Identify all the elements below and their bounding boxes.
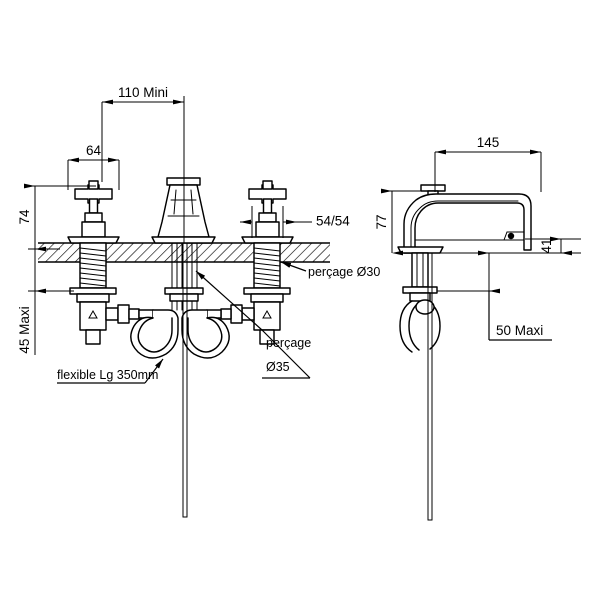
right-thread-lines [253, 247, 281, 287]
left-cross-handle [74, 180, 113, 204]
side-elevation-view: 145 77 41 50 Maxi [374, 135, 581, 521]
dim-label-64: 64 [86, 143, 102, 158]
right-escutcheon [241, 236, 294, 244]
dim-label-45-maxi: 45 Maxi [17, 306, 32, 353]
note-label-percage-line1: perçage [266, 336, 311, 350]
dim-74: 74 [17, 183, 96, 252]
left-olive [128, 308, 140, 320]
side-base-flange [397, 246, 444, 254]
left-escutcheon [67, 236, 120, 244]
side-under-deck [399, 252, 441, 521]
right-locknut [250, 293, 284, 303]
left-washer [69, 287, 117, 295]
note-percage-30-group: perçage Ø30 [280, 261, 380, 279]
note-percage-35-group: perçage Ø35 [195, 270, 311, 379]
left-thread-lines [79, 247, 107, 287]
left-valve-assembly [67, 180, 154, 345]
dim-label-77: 77 [374, 214, 389, 229]
dim-110-mini: 110 Mini [101, 85, 185, 243]
right-bonnet-upper [258, 212, 277, 223]
left-bonnet-upper [84, 212, 103, 223]
dim-label-5454: 54/54 [316, 214, 350, 229]
right-cross-handle [248, 180, 287, 204]
left-side-outlet [105, 307, 119, 321]
side-spout-cap [420, 184, 446, 192]
left-bonnet-lower [81, 221, 106, 238]
dim-label-50-maxi: 50 Maxi [496, 323, 543, 338]
side-spout-outline [403, 193, 532, 254]
dim-45-maxi: 45 Maxi [17, 249, 74, 355]
right-valve-tail [259, 329, 275, 345]
side-aerator-marker [507, 232, 515, 240]
dim-label-110-mini: 110 Mini [118, 85, 168, 100]
left-valve-body [79, 301, 107, 331]
dim-label-41: 41 [539, 238, 554, 253]
dim-50-maxi: 50 Maxi [437, 250, 552, 341]
left-locknut [76, 293, 110, 303]
note-flexible-group: flexible Lg 350mm [57, 358, 164, 384]
center-lift-rod [182, 242, 188, 518]
center-locknut [169, 293, 199, 302]
right-stem [262, 198, 273, 214]
dim-41: 41 [525, 236, 581, 256]
note-label-percage-line2: Ø35 [266, 360, 290, 374]
dim-label-145: 145 [477, 135, 500, 150]
dim-64: 64 [67, 143, 120, 190]
side-hose-junction [415, 299, 435, 315]
note-label-percage-30: perçage Ø30 [308, 265, 380, 279]
right-bonnet-lower [255, 221, 280, 238]
right-valve-assembly [206, 180, 294, 345]
flexible-hoses [130, 309, 230, 359]
front-elevation-view: 110 Mini 64 74 45 Maxi [17, 85, 380, 518]
center-washer [164, 287, 204, 295]
side-spout-body [397, 184, 532, 254]
side-shank [411, 252, 429, 288]
right-olive [220, 308, 232, 320]
left-valve-tail [85, 329, 101, 345]
dim-145: 145 [434, 135, 542, 192]
left-stem [88, 198, 99, 214]
right-washer [243, 287, 291, 295]
dim-77: 77 [374, 188, 424, 256]
left-compression-nut [117, 304, 130, 324]
dim-5454: 54/54 [240, 206, 350, 238]
dim-label-74: 74 [17, 209, 32, 225]
note-label-flexible: flexible Lg 350mm [57, 368, 158, 382]
